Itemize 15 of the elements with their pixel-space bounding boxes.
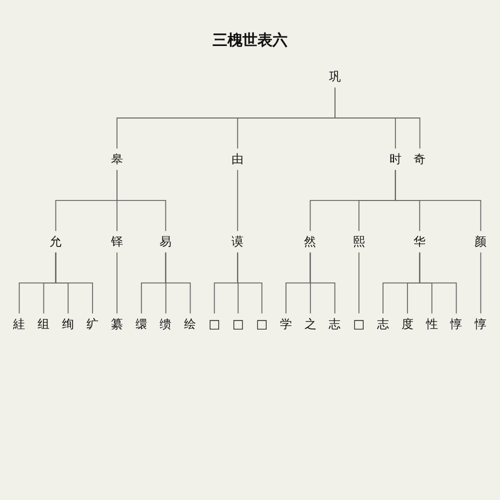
connector-line — [480, 252, 482, 314]
connector-line — [165, 252, 191, 314]
diagram-title: 三槐世表六 — [212, 31, 288, 49]
connector-line — [116, 252, 118, 314]
person-name: 巩 — [326, 66, 344, 88]
connector-line — [394, 169, 482, 232]
connector-line — [334, 87, 420, 149]
person-name: 奇 — [410, 148, 429, 170]
connector-line — [419, 252, 457, 314]
connector-line — [310, 252, 336, 314]
connector-line — [237, 252, 262, 314]
connector-line — [237, 169, 238, 232]
connector-line — [55, 252, 93, 314]
connector-line — [116, 169, 166, 232]
connector-line — [358, 252, 360, 314]
